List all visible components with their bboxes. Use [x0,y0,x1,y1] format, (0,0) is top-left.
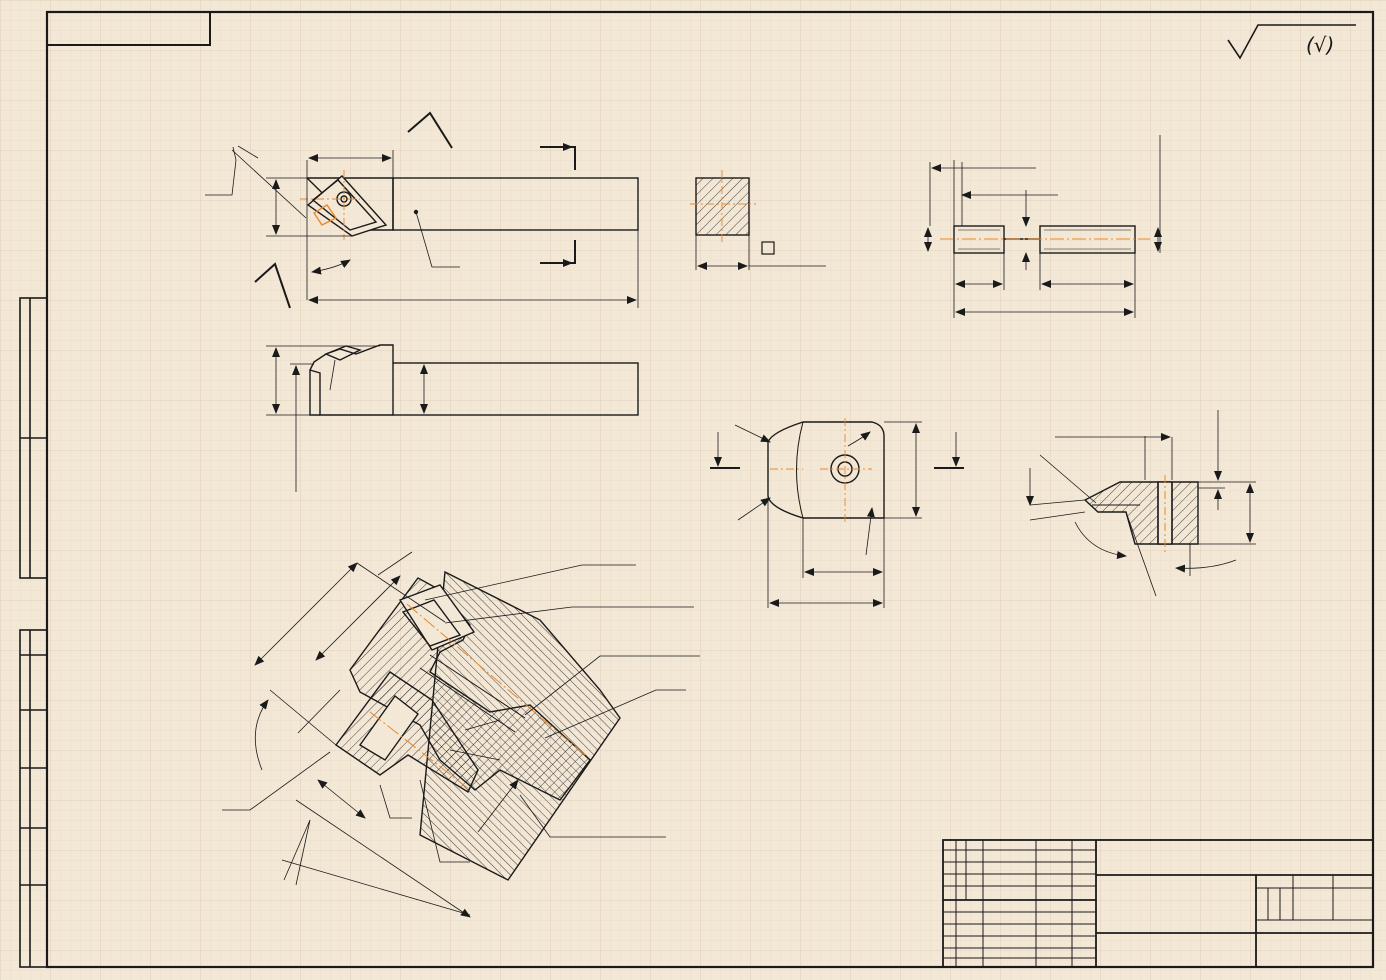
roughness-note: (√) [1306,33,1334,57]
tool-holder-top-view [205,111,639,309]
title-block [942,839,1374,968]
screw-part [924,135,1162,318]
left-margin-strip-lower [19,629,48,968]
title-block-revision-grid [943,840,1096,967]
holder-cross-section [690,170,826,270]
tool-holder-side-view [266,344,639,492]
clamp-section-view [1026,410,1256,597]
roughness-symbol [1227,24,1356,60]
left-margin-strip-upper [19,297,48,579]
assembly-section-view [222,551,700,918]
clamp-plan-view [710,418,964,608]
top-left-stamp-box [46,11,211,46]
